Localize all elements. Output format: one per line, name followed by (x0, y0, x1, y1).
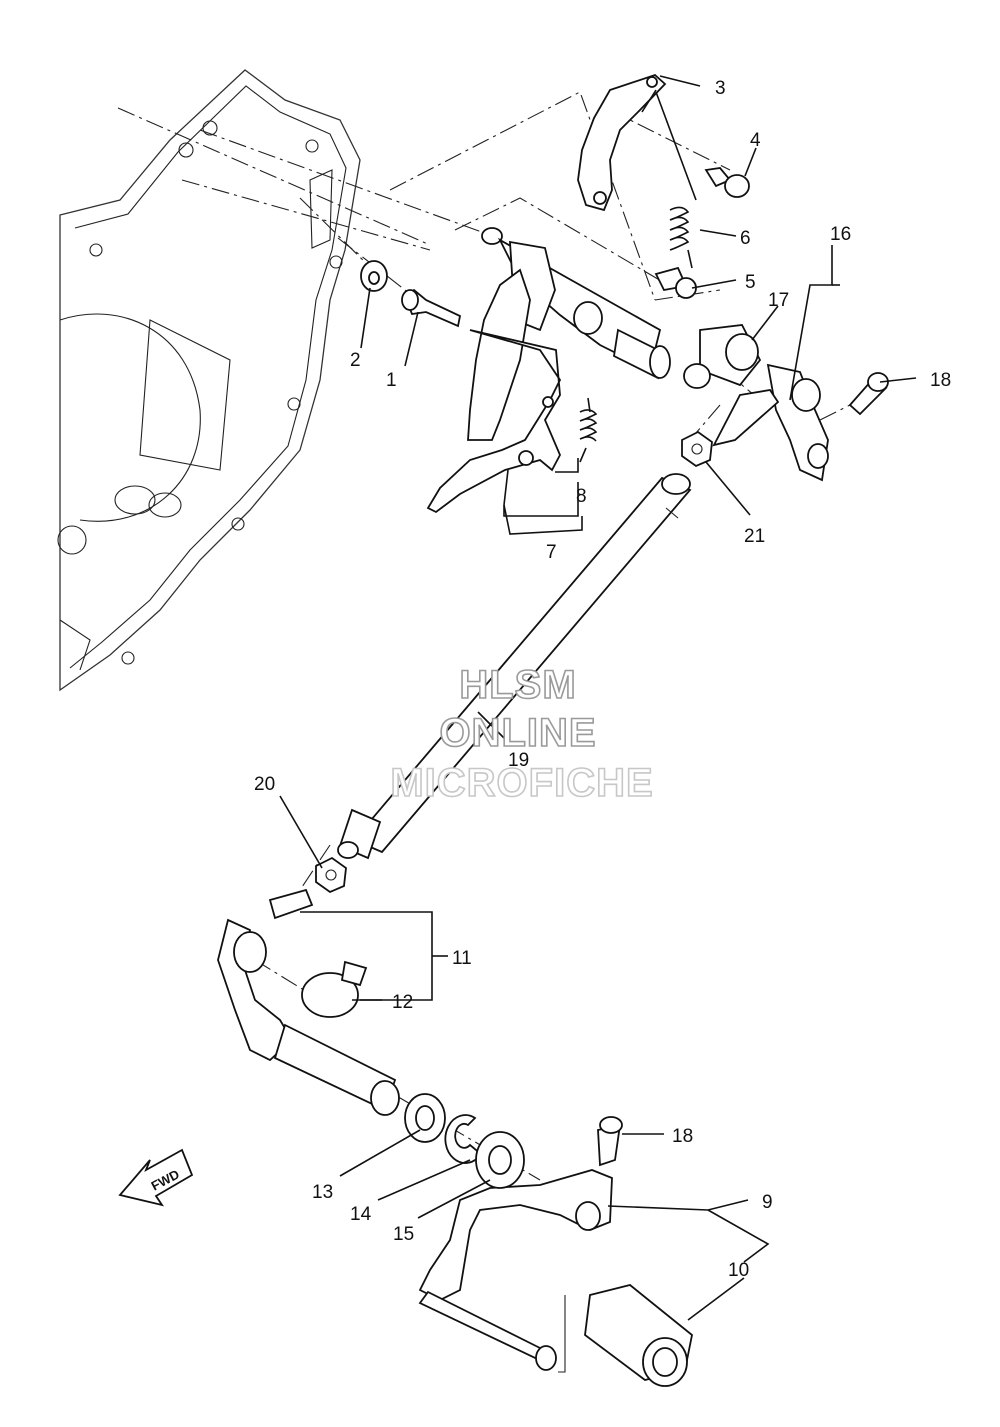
callout-7: 7 (546, 542, 557, 563)
callout-9: 9 (762, 1192, 773, 1213)
watermark-line-3: MICROFICHE (390, 761, 653, 805)
callout-numbers: 1 2 3 4 5 6 7 8 9 10 11 12 13 14 15 16 1… (254, 78, 951, 1281)
callout-16: 16 (830, 224, 851, 245)
part-8-spring (579, 397, 598, 463)
crankcase-cover (57, 69, 361, 692)
callout-3: 3 (715, 78, 726, 99)
part-18-bolt-lower (597, 1116, 623, 1167)
part-5-pin (654, 266, 697, 299)
part-16-shift-arm-upper (712, 363, 829, 482)
callout-17: 17 (768, 290, 789, 311)
shift-shaft-upper (481, 227, 671, 380)
part-20-nut (315, 856, 347, 894)
watermark: HLSM ONLINE MICROFICHE (390, 662, 654, 806)
part-19-shift-rod (337, 473, 692, 860)
callout-10: 10 (728, 1260, 749, 1281)
callout-18-upper: 18 (930, 370, 951, 391)
callout-4: 4 (750, 130, 761, 151)
part-17-joint (683, 324, 762, 389)
watermark-line-1: HLSM (459, 663, 576, 707)
callout-20: 20 (254, 774, 275, 795)
part-6-torsion-spring (669, 206, 693, 269)
callout-6: 6 (740, 228, 751, 249)
watermark-line-2: ONLINE (439, 711, 596, 755)
part-11-shift-arm-lower (217, 888, 400, 1116)
callout-19: 19 (508, 750, 529, 771)
callout-1: 1 (386, 370, 397, 391)
callout-2: 2 (350, 350, 361, 371)
callout-13: 13 (312, 1182, 333, 1203)
part-4-bolt (704, 167, 750, 198)
fwd-arrow-icon: FWD (118, 1148, 194, 1207)
callout-15: 15 (393, 1224, 414, 1245)
part-10-pedal-rubber (584, 1284, 693, 1387)
callout-5: 5 (745, 272, 756, 293)
part-15-oil-seal (475, 1131, 525, 1189)
part-13-washer (404, 1093, 446, 1143)
part-14-circlip (444, 1114, 483, 1164)
callout-12: 12 (392, 992, 413, 1013)
callout-18-lower: 18 (672, 1126, 693, 1147)
callout-14: 14 (350, 1204, 372, 1225)
part-21-nut (681, 430, 713, 468)
callout-21: 21 (744, 526, 765, 547)
callout-11: 11 (452, 948, 472, 969)
part-9-shift-pedal (418, 1169, 613, 1371)
part-12-joint (301, 960, 368, 1018)
callout-8: 8 (576, 486, 587, 507)
part-3-stopper-lever (577, 73, 667, 212)
part-18-bolt-upper (848, 372, 889, 416)
part-2-washer (360, 260, 388, 292)
part-1-shaft-bolt (401, 288, 462, 328)
part-7-shift-lever-assembly (426, 268, 562, 514)
leader-lines (279, 75, 917, 1373)
